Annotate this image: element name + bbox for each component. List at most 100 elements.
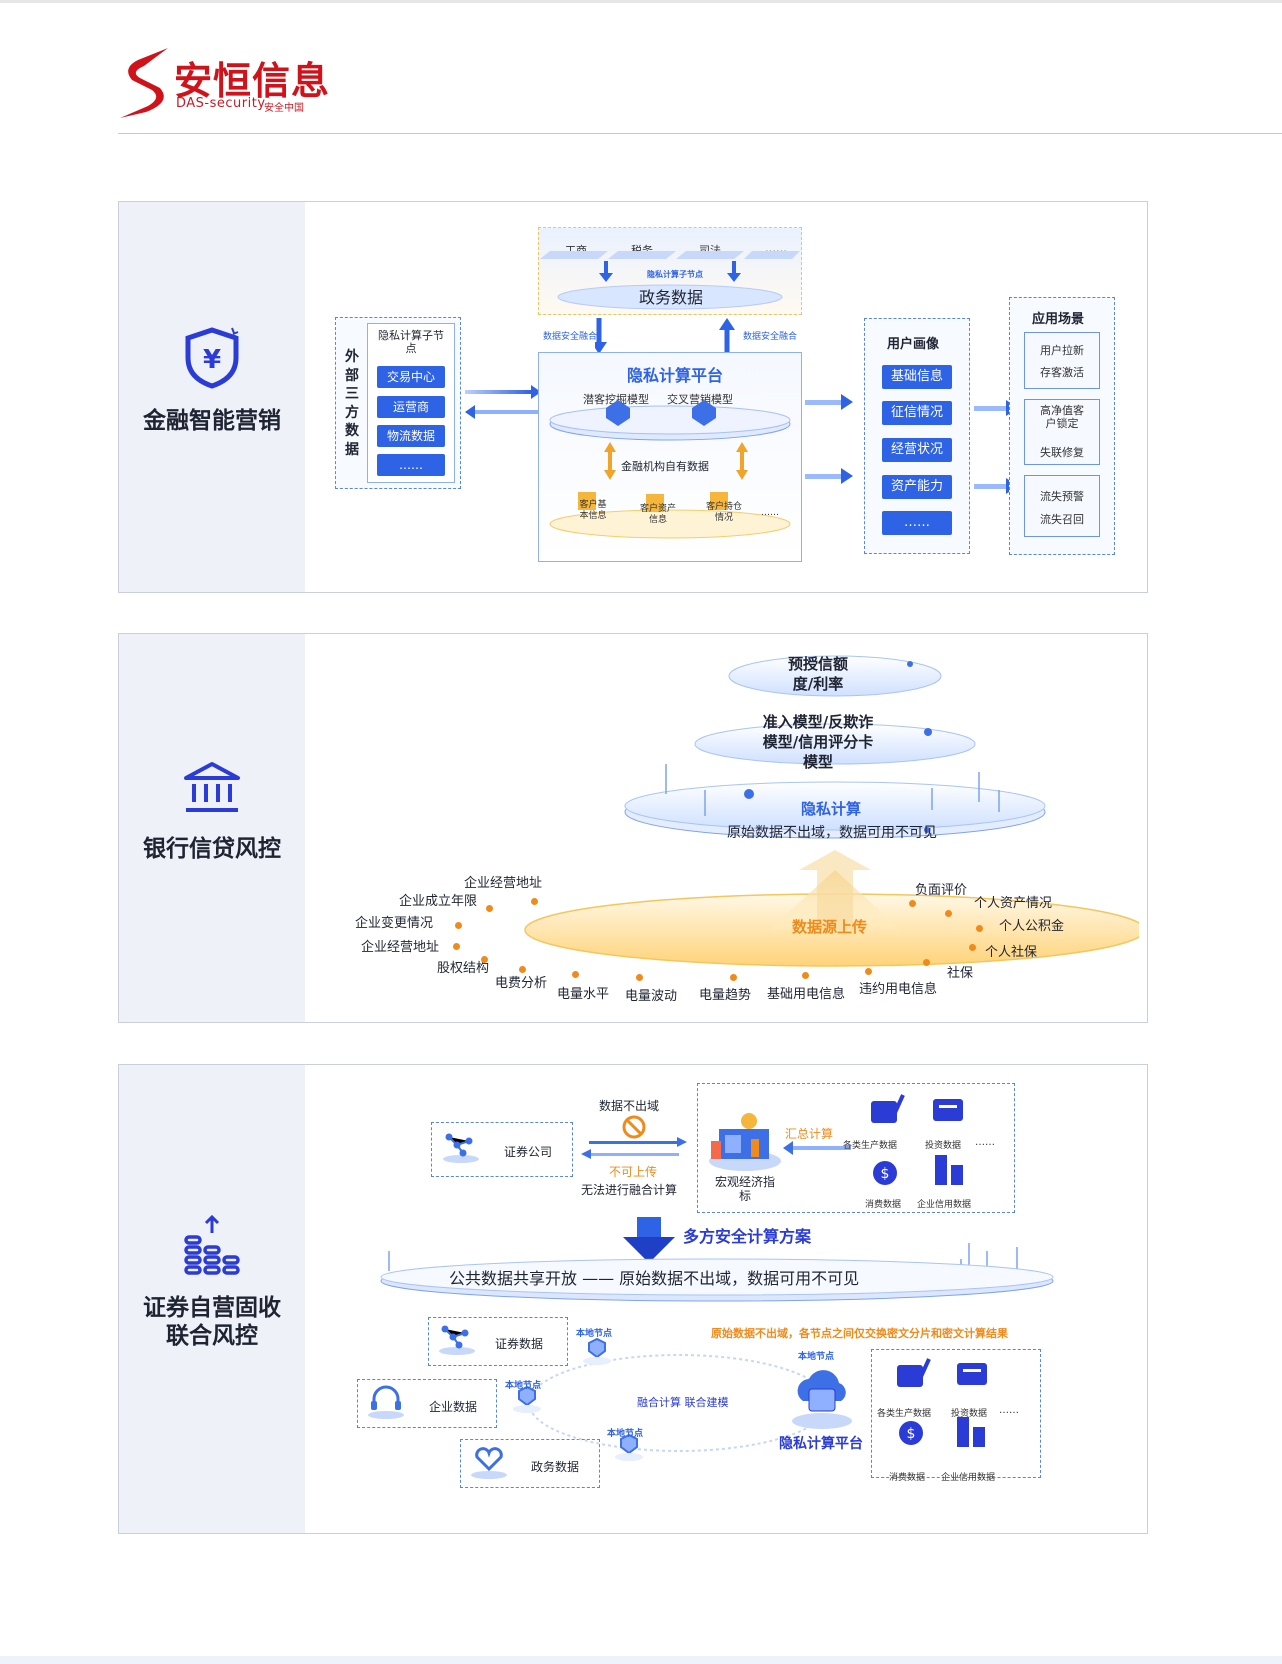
platform-title: 隐私计算平台 bbox=[627, 366, 724, 385]
data-source-label: 企业经营地址 bbox=[464, 876, 543, 891]
layer-privacy-title: 隐私计算 bbox=[801, 800, 862, 818]
section-sidebar: 证券自营固收 联合风控 bbox=[119, 1065, 305, 1533]
data-source-label: 电量水平 bbox=[557, 987, 610, 1002]
data-source-label: 个人公积金 bbox=[999, 919, 1065, 934]
local-node-label: 本地节点 bbox=[576, 1329, 613, 1339]
model-disc bbox=[549, 400, 791, 539]
header-divider bbox=[118, 133, 1282, 134]
source-label: 政务数据 bbox=[531, 1460, 580, 1474]
svg-text:¥: ¥ bbox=[203, 345, 221, 375]
external-item: 交易中心 bbox=[377, 366, 445, 388]
top-border bbox=[0, 0, 1282, 3]
macro-label: 宏观经济指标 bbox=[715, 1175, 776, 1203]
scene-item: 流失召回 bbox=[1040, 513, 1084, 526]
credit-pyramid bbox=[524, 655, 1139, 967]
bottom-strip bbox=[0, 1656, 1282, 1664]
portrait-item: 基础信息 bbox=[882, 365, 952, 389]
data-source-label: 基础用电信息 bbox=[767, 987, 846, 1002]
source-dot bbox=[976, 925, 983, 932]
external-item: 运营商 bbox=[377, 396, 445, 418]
data-source-label: 企业经营地址 bbox=[361, 940, 440, 955]
source-dot bbox=[909, 900, 916, 907]
section-bank-credit-risk: 银行信贷风控 预授信额度/利率 准入模型/反欺诈模型/信用评分卡模型 隐私计算 … bbox=[118, 633, 1148, 1023]
data-source-label: 个人资产情况 bbox=[974, 896, 1053, 911]
source-label: 证券数据 bbox=[495, 1337, 544, 1351]
source-dot bbox=[945, 910, 952, 917]
section-sidebar: ¥ 金融智能营销 bbox=[119, 202, 305, 592]
data-type-label: 投资数据 bbox=[925, 1141, 962, 1151]
sum-arrow bbox=[783, 1141, 851, 1155]
securities-company-label: 证券公司 bbox=[504, 1145, 553, 1159]
shield-yen-icon: ¥ bbox=[185, 327, 239, 389]
own-item: 客户持仓情况 bbox=[706, 502, 743, 523]
scene-item: 高净值客户锁定 bbox=[1040, 404, 1084, 430]
source-dot bbox=[486, 905, 493, 912]
source-dot bbox=[453, 943, 460, 950]
source-dot bbox=[572, 971, 579, 978]
data-source-label: 电量趋势 bbox=[699, 988, 752, 1003]
data-type-label: …… bbox=[975, 1137, 995, 1148]
source-dot bbox=[730, 974, 737, 981]
network-icon bbox=[439, 1325, 475, 1355]
no-fusion-label: 无法进行融合计算 bbox=[581, 1183, 678, 1197]
svg-text:$: $ bbox=[881, 1166, 890, 1182]
data-source-label: 负面评价 bbox=[915, 883, 968, 898]
model-label: 潜客挖掘模型 bbox=[583, 393, 649, 406]
data-type-label: …… bbox=[999, 1405, 1019, 1416]
external-data-label: 外部三方数据 bbox=[345, 349, 359, 458]
cloud-platform-icon bbox=[792, 1370, 852, 1429]
scheme-arrow bbox=[623, 1217, 675, 1263]
data-source-label: 股权结构 bbox=[437, 961, 490, 976]
blocked-arrows bbox=[581, 1137, 687, 1159]
scene-item: 用户拉新 bbox=[1040, 344, 1084, 357]
section-title-line2: 联合风控 bbox=[166, 1323, 258, 1349]
source-dot bbox=[969, 944, 976, 951]
sum-calc-label: 汇总计算 bbox=[785, 1127, 834, 1141]
data-source-label: 企业变更情况 bbox=[355, 916, 434, 931]
section-sidebar: 银行信贷风控 bbox=[119, 634, 305, 1022]
macro-platform-icon bbox=[709, 1113, 781, 1171]
gov-data-label: 政务数据 bbox=[639, 288, 704, 307]
source-dot bbox=[636, 974, 643, 981]
layer-models: 准入模型/反欺诈模型/信用评分卡模型 bbox=[762, 713, 874, 771]
data-type-label: 投资数据 bbox=[951, 1409, 988, 1419]
gov-platforms bbox=[540, 251, 800, 310]
cipher-note: 原始数据不出域，各节点之间仅交换密文分片和密文计算结果 bbox=[711, 1327, 1008, 1340]
scene-item: 存客激活 bbox=[1040, 366, 1084, 379]
scenes-title: 应用场景 bbox=[1032, 312, 1085, 327]
source-dot bbox=[865, 968, 872, 975]
data-source-label: 企业成立年限 bbox=[399, 894, 478, 909]
privacy-node-label: 隐私计算子节点 bbox=[378, 329, 444, 355]
data-source-label: 违约用电信息 bbox=[859, 982, 938, 997]
logo: 安恒信息 DAS-security 安全中国 bbox=[118, 44, 329, 124]
bidirectional-arrows bbox=[465, 385, 541, 419]
source-box-securities bbox=[428, 1317, 568, 1366]
forbidden-icon bbox=[622, 1115, 646, 1139]
portrait-item: 经营状况 bbox=[882, 438, 952, 462]
portrait-item: …… bbox=[882, 511, 952, 535]
model-label: 交叉营销模型 bbox=[667, 393, 733, 406]
source-dot bbox=[455, 922, 462, 929]
fusion-label-right: 数据安全融合 bbox=[743, 332, 798, 342]
data-source-label: 电量波动 bbox=[625, 989, 678, 1004]
scene-item: 失联修复 bbox=[1040, 446, 1084, 459]
data-type-label: 企业信用数据 bbox=[917, 1200, 972, 1210]
data-source-label: 电费分析 bbox=[495, 976, 548, 991]
section-title-line1: 证券自营固收 bbox=[143, 1295, 281, 1321]
data-source-label: 社保 bbox=[947, 966, 974, 981]
coins-stack-icon bbox=[184, 1215, 240, 1275]
data-types-icons-bottom: $ bbox=[897, 1358, 987, 1447]
source-dot bbox=[923, 959, 930, 966]
data-type-label: 消费数据 bbox=[865, 1200, 902, 1210]
scene-group: 用户拉新 存客激活 bbox=[1024, 332, 1100, 389]
own-data-label: 金融机构自有数据 bbox=[621, 460, 709, 473]
arrows-to-portrait bbox=[805, 394, 853, 484]
logo-text-en2: 安全中国 bbox=[264, 103, 304, 114]
section-title: 金融智能营销 bbox=[143, 408, 281, 434]
data-types-icons-top: $ bbox=[871, 1094, 963, 1185]
data-type-label: 各类生产数据 bbox=[877, 1409, 932, 1419]
network-icon bbox=[443, 1133, 479, 1163]
local-node-label: 本地节点 bbox=[505, 1381, 542, 1391]
public-data-disc bbox=[380, 1243, 1054, 1302]
portrait-item: 资产能力 bbox=[882, 475, 952, 499]
